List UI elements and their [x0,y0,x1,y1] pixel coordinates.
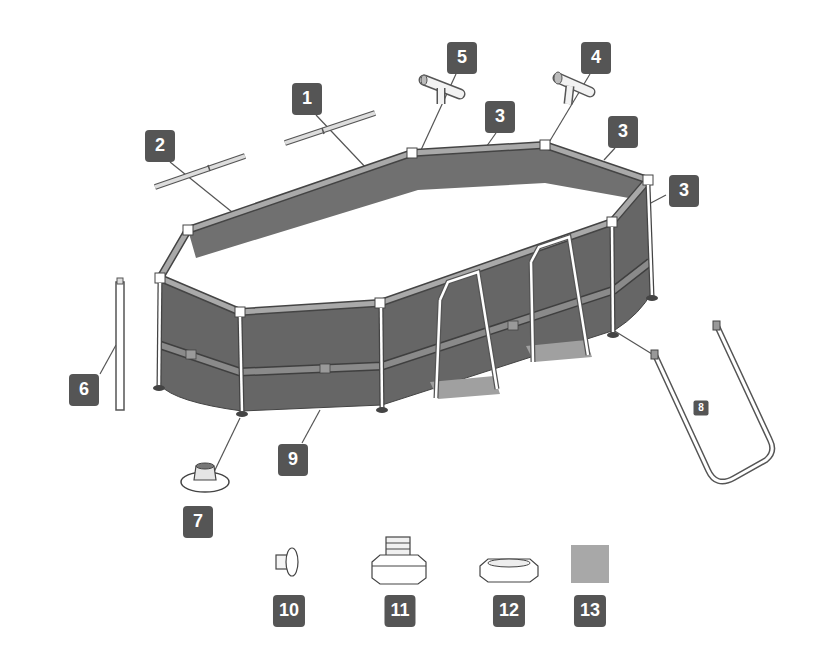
beam-pin [208,165,210,171]
ladder-frame [531,237,588,362]
part-11 [372,537,426,584]
leader-line [548,74,590,144]
foot-hole [196,463,214,469]
callout-number: 3 [485,101,515,133]
beam-1 [285,113,375,143]
adapter-nut [372,555,426,584]
connector-stem [438,88,444,104]
ladder-frame [436,272,497,398]
thread-line [386,549,410,550]
cap-nut [480,559,538,582]
corner-joint [155,273,165,283]
belt-buckle [320,364,330,373]
corner-joint [407,148,417,158]
leg [612,227,613,333]
plug-flange [286,548,298,576]
belt-buckle [508,321,518,330]
leader-line [214,418,240,472]
ladder-tip [713,321,720,330]
leg-part [116,282,124,410]
adapter-nut-line [372,566,426,567]
callout-number: 4 [581,42,611,74]
connector-end [554,72,562,84]
corner-joint [183,225,193,235]
callout-number: 10 [273,595,305,627]
callout-number: 1 [292,83,322,115]
beam-outline [285,113,375,143]
callout-number: 12 [493,595,525,627]
ladder-step [526,340,592,362]
pool [153,140,658,417]
callout-number: 11 [384,595,415,627]
leg-foot [607,332,619,338]
belt-buckles [186,321,518,373]
corner-joint [235,307,245,317]
connector-outline [437,88,446,104]
patch-13 [571,545,609,583]
leg [159,283,160,386]
part-10 [276,548,298,576]
t-connector-4 [554,72,590,104]
legs-fill [159,185,652,412]
belt-buckle [186,350,196,359]
callout-number: 3 [608,116,638,148]
callout-number: 3 [669,175,699,207]
part-12 [480,559,538,582]
legs [153,185,658,417]
leg [612,227,613,333]
corner-joint [375,298,385,308]
leg-foot [153,385,165,391]
leg-outlines [159,185,652,412]
leg-cap [117,278,123,284]
corner-joint [607,217,617,227]
ladder-installed [430,237,592,399]
corner-joint [540,140,550,150]
connector-stem [568,86,570,104]
cap-top [488,559,530,567]
leg-foot [376,407,388,413]
connector-end [421,75,427,85]
callout-number: 6 [69,374,99,406]
ladder-8 [651,321,772,482]
leg-foot [646,295,658,301]
ladder-tip [651,350,658,359]
leg [240,317,242,412]
ladder-step [430,376,500,399]
corner-joint [643,175,653,185]
ladder-part [655,326,772,482]
adapter-threads [386,543,410,549]
adapter-thread [386,537,410,557]
callout-number: 9 [278,444,308,476]
callout-number: 13 [574,595,606,627]
callout-number: 7 [183,506,213,538]
leg [648,185,652,296]
ladder-part-outline [655,326,772,482]
leg-6 [116,278,124,410]
leg [381,308,382,408]
leg [159,283,160,386]
leader-line [604,148,615,160]
leader-line [100,345,116,374]
leg-foot [236,411,248,417]
connector-outline [568,86,570,104]
leader-lines [100,74,666,472]
leg [240,317,242,412]
ladder-frame-outline [531,237,588,362]
leg [381,308,382,408]
callout-number: 8 [694,401,709,416]
leader-line [302,410,320,443]
t-connector-5 [421,75,460,104]
beam [285,113,375,143]
leg [648,185,652,296]
callout-number: 2 [145,130,175,162]
beam-pin [322,128,324,134]
callout-number: 5 [447,42,477,74]
foot-7 [181,463,229,492]
thread-line [386,543,410,544]
ladder-frame-outline [436,272,497,398]
